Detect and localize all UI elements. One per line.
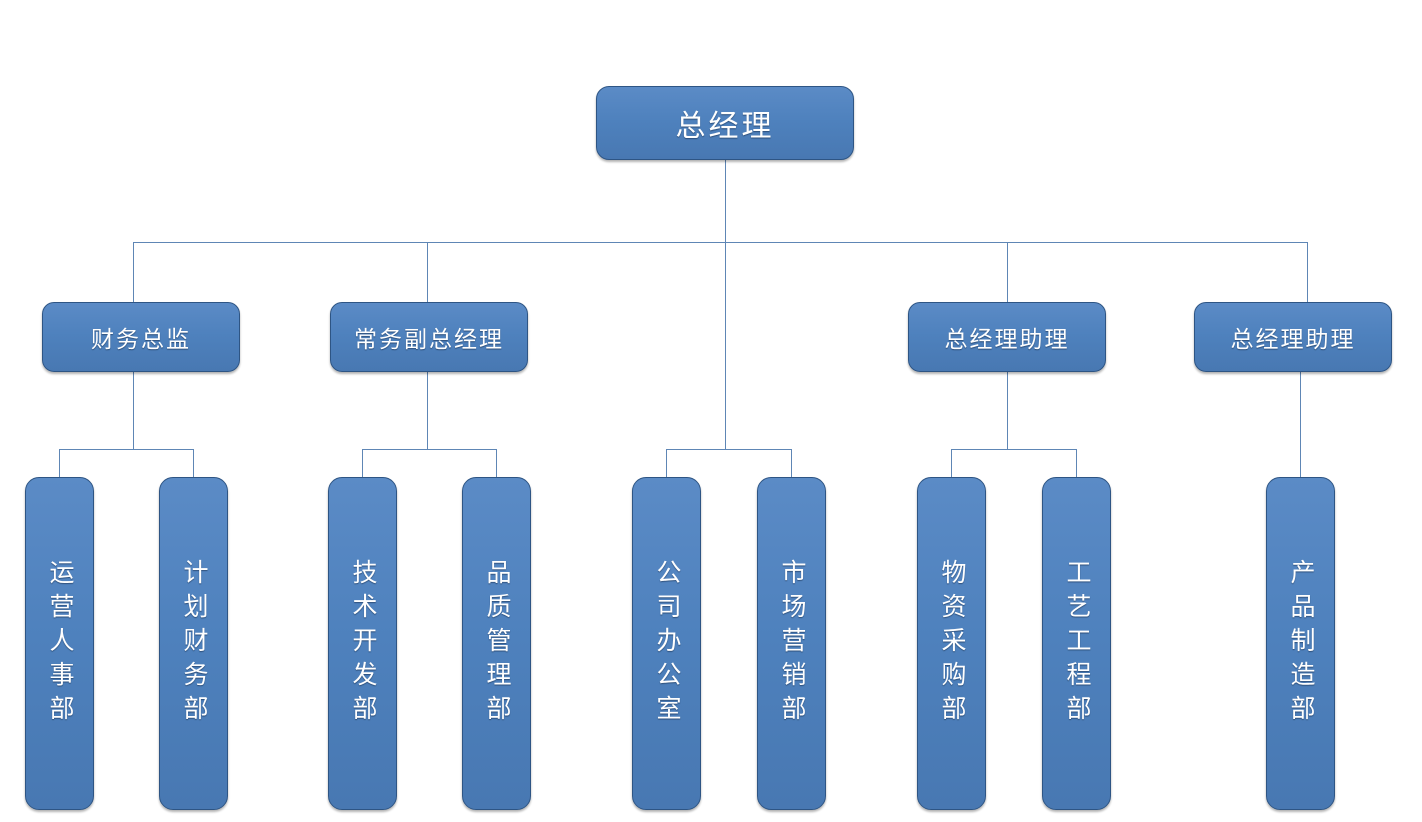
node-label: 品质管理部 — [483, 558, 510, 729]
node-general-manager[interactable]: 总经理 — [596, 86, 854, 160]
connector-drop-dept-off — [666, 449, 667, 477]
node-gm-assistant-1[interactable]: 总经理助理 — [908, 302, 1106, 372]
node-dept-company-office[interactable]: 公司办公室 — [632, 477, 701, 810]
node-label: 常务副总经理 — [354, 327, 504, 352]
connector-gm-stem — [725, 160, 726, 242]
node-dept-technology-development[interactable]: 技术开发部 — [328, 477, 397, 810]
connector-drop-asst2 — [1307, 242, 1308, 302]
connector-drop-dept-eng — [1076, 449, 1077, 477]
node-executive-vp[interactable]: 常务副总经理 — [330, 302, 528, 372]
node-dept-product-manufacturing[interactable]: 产品制造部 — [1266, 477, 1335, 810]
connector-drop-dept-fin — [193, 449, 194, 477]
node-label: 总经理 — [675, 110, 775, 143]
node-dept-marketing[interactable]: 市场营销部 — [757, 477, 826, 810]
node-gm-assistant-2[interactable]: 总经理助理 — [1194, 302, 1392, 372]
node-cfo[interactable]: 财务总监 — [42, 302, 240, 372]
connector-asst2-stem — [1300, 372, 1301, 477]
connector-drop-dept-mkt — [791, 449, 792, 477]
connector-drop-dept-proc — [951, 449, 952, 477]
connector-asst1-bus — [951, 449, 1076, 450]
connector-drop-dept-qa — [496, 449, 497, 477]
connector-gm-center-stem — [725, 242, 726, 449]
connector-drop-evp — [427, 242, 428, 302]
node-label: 总经理助理 — [1230, 327, 1356, 352]
node-dept-process-engineering[interactable]: 工艺工程部 — [1042, 477, 1111, 810]
node-label: 财务总监 — [91, 327, 191, 352]
node-label: 工艺工程部 — [1063, 558, 1090, 729]
connector-drop-asst1 — [1007, 242, 1008, 302]
connector-drop-dept-tech — [362, 449, 363, 477]
node-dept-operations-hr[interactable]: 运营人事部 — [25, 477, 94, 810]
node-label: 市场营销部 — [778, 558, 805, 729]
node-label: 计划财务部 — [180, 558, 207, 729]
node-dept-planning-finance[interactable]: 计划财务部 — [159, 477, 228, 810]
connector-drop-dept-ops — [59, 449, 60, 477]
node-label: 物资采购部 — [938, 558, 965, 729]
node-label: 公司办公室 — [653, 558, 680, 729]
node-label: 技术开发部 — [349, 558, 376, 729]
connector-level2-bus — [133, 242, 1308, 243]
node-dept-materials-procurement[interactable]: 物资采购部 — [917, 477, 986, 810]
connector-center-bus — [666, 449, 791, 450]
connector-drop-cfo — [133, 242, 134, 302]
node-label: 产品制造部 — [1287, 558, 1314, 729]
node-dept-quality-management[interactable]: 品质管理部 — [462, 477, 531, 810]
connector-cfo-stem — [133, 372, 134, 449]
connector-asst1-stem — [1007, 372, 1008, 449]
connector-cfo-bus — [59, 449, 194, 450]
node-label: 总经理助理 — [944, 327, 1070, 352]
connector-evp-stem — [427, 372, 428, 449]
node-label: 运营人事部 — [46, 558, 73, 729]
connector-evp-bus — [362, 449, 496, 450]
